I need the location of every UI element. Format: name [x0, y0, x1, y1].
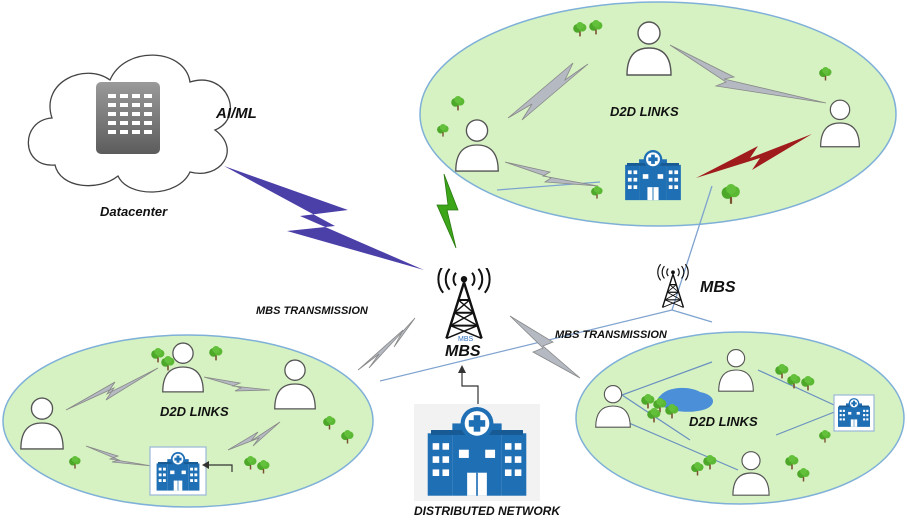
- server-icon: [96, 82, 160, 154]
- green-link-bolt: [436, 173, 459, 249]
- cloud-link-bolt: [224, 166, 424, 270]
- d2d-links-right-label: D2D LINKS: [689, 414, 758, 429]
- d2d-links-top-label: D2D LINKS: [610, 104, 679, 119]
- top-gray-link-3: [504, 161, 599, 187]
- mbs-small-tag: MBS: [458, 336, 474, 343]
- ai-ml-label: AI/ML: [216, 105, 257, 122]
- datacenter-label: Datacenter: [100, 204, 168, 219]
- left-gray-link-1: [65, 367, 159, 411]
- distributed-network-label: DISTRIBUTED NETWORK: [414, 504, 560, 518]
- mbs-right-label: MBS: [700, 279, 736, 296]
- red-link-bolt: [696, 134, 812, 178]
- tower-icon-center: [436, 268, 492, 340]
- arrow-hospital-to-mbs: [458, 365, 479, 404]
- left-gray-link-2: [203, 376, 271, 392]
- tower-icon-right: [656, 263, 690, 309]
- cluster-right-lines: [621, 361, 871, 471]
- cluster-bottom-right: [575, 331, 905, 505]
- top-gray-link-1: [507, 62, 589, 121]
- right-transmission-bolt: [509, 315, 581, 379]
- mbs-transmission-left-label: MBS TRANSMISSION: [256, 305, 368, 317]
- cluster-bottom-left: [2, 334, 374, 508]
- left-gray-link-3: [227, 421, 281, 451]
- mbs-center-label: MBS: [445, 343, 481, 360]
- arrow-to-left-hospital: [202, 461, 233, 472]
- d2d-links-left-label: D2D LINKS: [160, 404, 229, 419]
- left-transmission-bolt: [357, 317, 416, 371]
- mbs-transmission-right-label: MBS TRANSMISSION: [555, 329, 667, 341]
- top-gray-link-2: [669, 44, 827, 104]
